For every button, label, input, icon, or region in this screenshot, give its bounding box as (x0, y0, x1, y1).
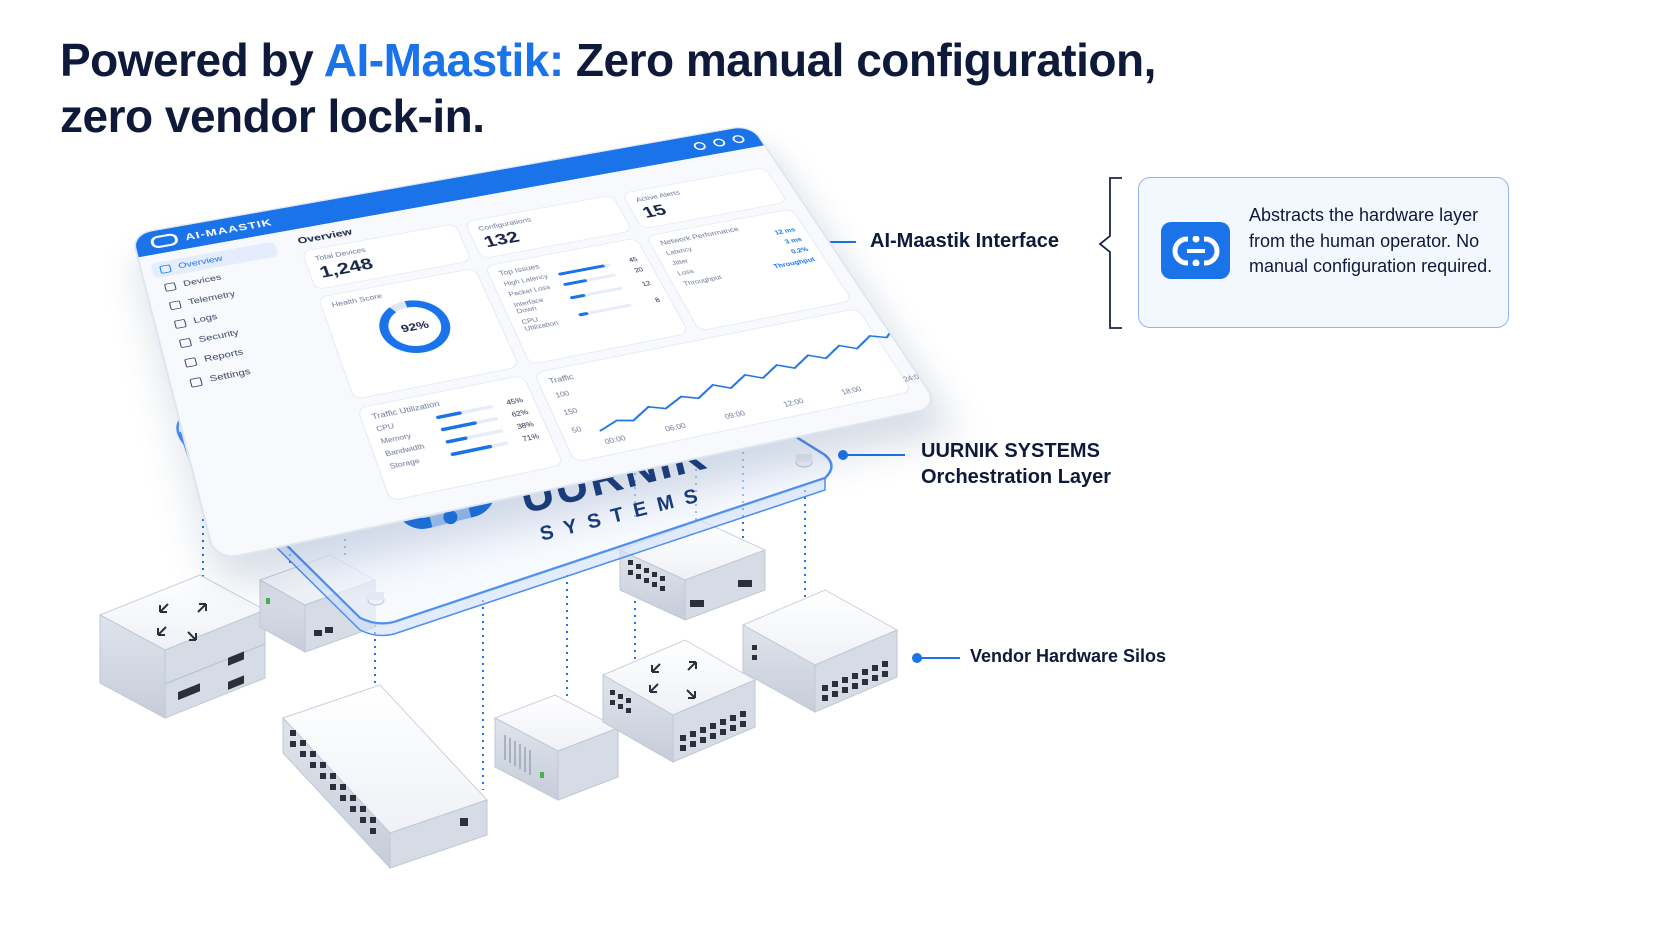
traffic-xtick: 24:00 (902, 373, 925, 383)
network-name: Throughput (682, 273, 724, 288)
network-name: Latency (664, 245, 694, 257)
reports-icon (183, 356, 198, 368)
headline-accent: AI-Maastik: (323, 34, 564, 86)
logs-icon (173, 318, 187, 329)
link-icon (1161, 222, 1230, 279)
traffic-xtick: 06:00 (664, 423, 688, 434)
utilization-value: 71% (520, 432, 541, 444)
sidebar-item-label: Security (197, 328, 240, 345)
sidebar-item-label: Reports (203, 347, 245, 365)
network-value: 3 ms (783, 236, 804, 246)
sidebar-item-label: Telemetry (187, 289, 237, 307)
bracket-connector (1098, 177, 1122, 329)
headline-suffix: Zero manual configuration, (563, 34, 1156, 86)
network-name: Loss (676, 267, 696, 278)
health-score-card[interactable]: Health Score 92% (317, 267, 520, 400)
info-text: Abstracts the hardware layer from the hu… (1249, 205, 1493, 276)
network-value: 12 ms (773, 226, 797, 237)
network-value: Throughput (772, 256, 817, 270)
switch-device-back-right (618, 519, 767, 621)
sidebar-item-label: Overview (177, 254, 224, 271)
info-callout-box: Abstracts the hardware layer from the hu… (1138, 177, 1509, 328)
window-controls (691, 134, 747, 151)
maximize-icon[interactable] (711, 137, 727, 148)
traffic-ytick: 50 (571, 426, 583, 435)
network-name: Jitter (670, 257, 690, 267)
label-ai-maastik-interface: AI-Maastik Interface (870, 230, 1059, 252)
issue-value: 12 (640, 279, 652, 288)
utilization-fill (440, 420, 477, 432)
traffic-sparkline: 100 150 50 00:00 06:00 09:00 12:00 18:00… (555, 316, 940, 446)
traffic-card[interactable]: Traffic 100 150 50 00:00 06:00 09:00 12:… (533, 308, 913, 463)
close-icon[interactable] (730, 134, 747, 144)
issue-value: 20 (633, 266, 645, 274)
router-device-center (601, 639, 757, 763)
traffic-ytick: 150 (563, 408, 580, 417)
label-vendor-hardware: Vendor Hardware Silos (970, 646, 1167, 666)
shield-icon (178, 337, 193, 348)
grid-icon (159, 264, 172, 274)
health-ring: 92% (371, 294, 460, 359)
switch-ports (290, 730, 468, 834)
utilization-value: 45% (505, 396, 525, 407)
issue-value: 8 (653, 296, 662, 304)
appliance-device-small (493, 694, 620, 801)
utilization-value: 62% (510, 408, 530, 419)
label-orchestration-line2: Orchestration Layer (921, 466, 1112, 488)
telemetry-icon (168, 300, 182, 310)
sidebar-item-label: Logs (192, 312, 219, 326)
ai-maastik-dashboard: AI-MAASTIK Overview Devices Telemetry Lo… (130, 124, 941, 562)
utilization-fill (444, 435, 469, 444)
network-value: 0.2% (789, 246, 810, 256)
minimize-icon[interactable] (691, 140, 708, 151)
traffic-xtick: 12:00 (782, 398, 805, 409)
utilization-value: 38% (515, 420, 536, 431)
label-orchestration-layer: UURNIK SYSTEMS Orchestration Layer (921, 438, 1111, 490)
traffic-xtick: 09:00 (724, 410, 747, 421)
traffic-xtick: 18:00 (840, 386, 863, 396)
issue-value: 45 (627, 256, 640, 264)
health-value: 92% (382, 302, 448, 351)
gear-icon (189, 376, 203, 388)
headline-line2: zero vendor lock-in. (60, 90, 485, 142)
headline-prefix: Powered by (60, 34, 324, 86)
dashboard-main: Overview Total Devices 1,248 Configurati… (281, 145, 940, 528)
switch-device-large (282, 684, 488, 870)
link-icon (149, 232, 180, 250)
sidebar-item-label: Settings (208, 366, 252, 384)
utilization-fill (449, 444, 493, 456)
headline: Powered by AI-Maastik: Zero manual confi… (60, 32, 1260, 144)
label-orchestration-line1: UURNIK SYSTEMS (921, 440, 1100, 462)
traffic-xtick: 00:00 (604, 435, 628, 446)
device-icon (163, 281, 177, 292)
issue-name: CPU Utilization (520, 316, 560, 333)
traffic-ytick: 100 (555, 390, 571, 399)
utilization-fill (435, 410, 463, 419)
sidebar-item-label: Devices (182, 273, 223, 289)
switch-device-right (741, 589, 899, 713)
router-device-left (98, 574, 267, 719)
